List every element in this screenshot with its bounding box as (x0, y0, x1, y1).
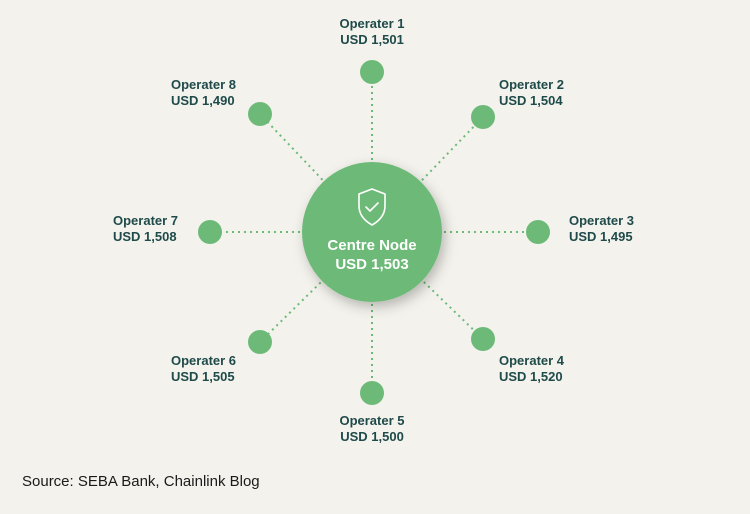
operator-value: USD 1,490 (171, 93, 235, 108)
source-caption: Source: SEBA Bank, Chainlink Blog (22, 473, 260, 490)
operator-value: USD 1,495 (569, 229, 633, 244)
operator-5-node (360, 381, 384, 405)
operator-2-node (471, 105, 495, 129)
operator-name: Operater 8 (171, 77, 237, 92)
operator-name: Operater 4 (499, 353, 565, 368)
centre-node-value: USD 1,503 (335, 256, 409, 273)
operator-6-node (248, 330, 272, 354)
operator-value: USD 1,500 (340, 429, 404, 444)
operator-6-link (259, 231, 373, 343)
operator-value: USD 1,504 (499, 93, 563, 108)
operator-2-link (371, 116, 484, 233)
operator-8-node (248, 102, 272, 126)
centre-node-label: Centre Node USD 1,503 (302, 236, 442, 274)
operator-name: Operater 7 (113, 213, 179, 228)
operator-name: Operater 3 (569, 213, 635, 228)
operator-name: Operater 1 (339, 16, 405, 31)
operator-value: USD 1,520 (499, 369, 563, 384)
operator-name: Operater 6 (171, 353, 237, 368)
operator-name: Operater 2 (499, 77, 565, 92)
operator-1-node (360, 60, 384, 84)
operator-value: USD 1,508 (113, 229, 177, 244)
operator-value: USD 1,501 (340, 32, 404, 47)
operator-4-node (471, 327, 495, 351)
operator-7-node (198, 220, 222, 244)
operator-name: Operater 5 (339, 413, 405, 428)
shield-check-icon (358, 188, 386, 226)
operator-3-node (526, 220, 550, 244)
operator-value: USD 1,505 (171, 369, 235, 384)
centre-node-title: Centre Node (327, 237, 417, 254)
centre-node (302, 162, 442, 302)
